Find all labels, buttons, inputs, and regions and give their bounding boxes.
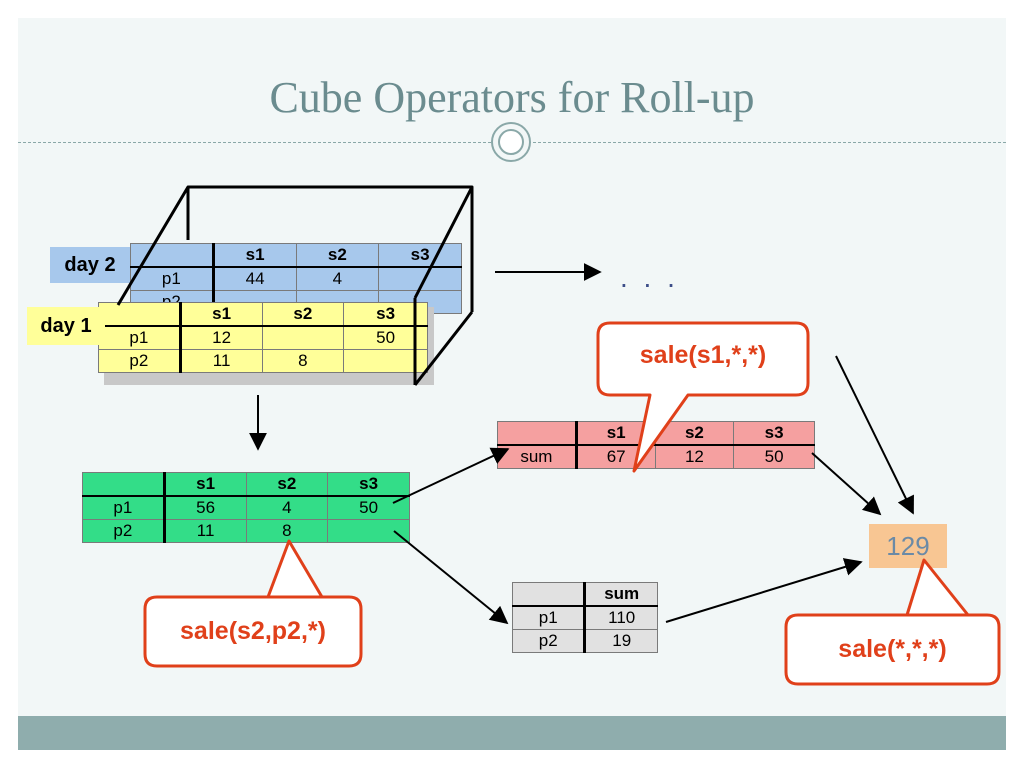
day1-cell: 11 xyxy=(179,349,263,373)
green-cell: 50 xyxy=(327,495,410,520)
day1-table: s1 s2 s3 p1 12 50 p2 11 8 xyxy=(98,302,428,373)
gray-cell: 19 xyxy=(584,629,658,653)
table-row: p2 19 xyxy=(511,629,658,653)
day2-header-s2: s2 xyxy=(295,243,380,268)
callout-cell: sale(s2,p2,*) xyxy=(180,617,326,645)
green-header-s3: s3 xyxy=(327,472,410,497)
grand-total: 129 xyxy=(869,524,947,568)
table-row: p2 11 8 xyxy=(82,519,410,543)
table-row: p1 44 4 xyxy=(130,266,462,291)
slide-title: Cube Operators for Roll-up xyxy=(269,73,755,122)
red-cell: 50 xyxy=(733,444,815,469)
day1-header-s1: s1 xyxy=(179,302,263,327)
store-sum-table: s1 s2 s3 sum 67 12 50 xyxy=(497,421,815,469)
gray-cell: 110 xyxy=(584,605,658,630)
product-sum-table: sum p1 110 p2 19 xyxy=(511,582,658,653)
arrow-store-sum-to-total xyxy=(811,452,882,516)
arrow-to-product-sum xyxy=(393,530,509,625)
red-corner-cell xyxy=(497,421,578,446)
red-header-s3: s3 xyxy=(733,421,815,446)
day1-label: day 1 xyxy=(27,307,105,345)
day2-label: day 2 xyxy=(50,247,130,283)
table-row: p2 11 8 xyxy=(98,349,428,373)
callout-bubble-all xyxy=(784,558,1001,686)
cube-wireframe xyxy=(116,185,474,386)
day1-header-s2: s2 xyxy=(261,302,345,327)
day2-cell: 44 xyxy=(212,266,297,291)
green-cell xyxy=(327,519,410,543)
day1-row-label: p2 xyxy=(98,349,182,373)
day2-row-label: p1 xyxy=(130,266,215,291)
green-header-s1: s1 xyxy=(163,472,247,497)
table-row: p1 110 xyxy=(511,605,658,630)
table-row: p1 56 4 50 xyxy=(82,495,410,520)
arrow-callout-to-total xyxy=(835,355,914,515)
red-cell: 12 xyxy=(654,444,735,469)
callout-store-slice: sale(s1,*,*) xyxy=(639,341,767,369)
footer-bar xyxy=(18,716,1006,750)
callout-bubble-cell xyxy=(143,539,363,668)
green-cell: 56 xyxy=(163,495,247,520)
day2-header-s1: s1 xyxy=(212,243,297,268)
green-header-s2: s2 xyxy=(245,472,329,497)
product-store-table: s1 s2 s3 p1 56 4 50 p2 11 8 xyxy=(82,472,410,543)
title-divider-ornament xyxy=(491,122,531,162)
day1-corner-cell xyxy=(98,302,182,327)
green-cell: 8 xyxy=(245,519,329,543)
continuation-dots: . . . xyxy=(620,262,679,293)
gray-row-label: p2 xyxy=(511,629,587,653)
arrow-product-sum-to-total xyxy=(665,558,863,623)
callout-bubble-store-slice xyxy=(596,321,810,473)
arrow-to-store-sum xyxy=(392,447,510,504)
green-corner-cell xyxy=(82,472,166,497)
gray-header-sum: sum xyxy=(584,582,658,607)
green-cell: 11 xyxy=(163,519,247,543)
gray-corner-cell xyxy=(511,582,587,607)
day2-header-s3: s3 xyxy=(378,243,462,268)
callout-all: sale(*,*,*) xyxy=(838,635,947,663)
green-row-label: p2 xyxy=(82,519,166,543)
day1-cell: 8 xyxy=(261,349,345,373)
